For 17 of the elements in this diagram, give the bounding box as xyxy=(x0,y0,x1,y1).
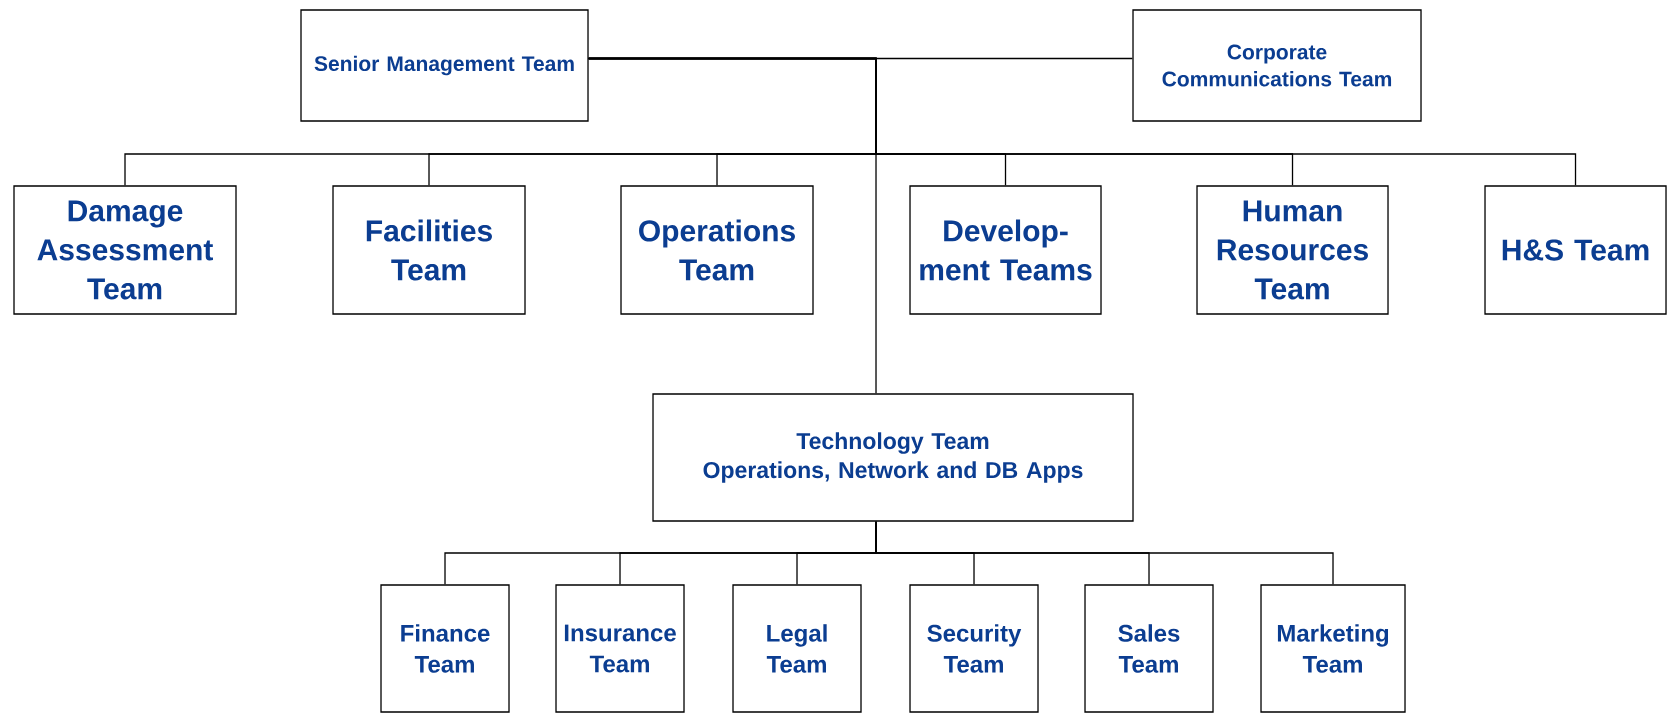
team-box: Damage Assessment Team xyxy=(13,185,237,315)
team-box: Corporate Communications Team xyxy=(1132,9,1422,122)
team-box: Insurance Team xyxy=(555,584,685,713)
team-box: Legal Team xyxy=(732,584,862,713)
team-box: H&S Team xyxy=(1484,185,1667,315)
team-box: Technology Team Operations, Network and DB Apps xyxy=(652,393,1134,522)
team-box: Security Team xyxy=(909,584,1039,713)
team-box: Operations Team xyxy=(620,185,814,315)
team-box: Develop-ment Teams xyxy=(909,185,1102,315)
team-box: Sales Team xyxy=(1084,584,1214,713)
team-box: Marketing Team xyxy=(1260,584,1406,713)
team-box: Facilities Team xyxy=(332,185,526,315)
team-box: Human Resources Team xyxy=(1196,185,1389,315)
connector-line xyxy=(588,57,877,394)
connector-line xyxy=(875,521,1334,585)
team-box: Senior Management Team xyxy=(300,9,589,122)
team-box: Finance Team xyxy=(380,584,510,713)
